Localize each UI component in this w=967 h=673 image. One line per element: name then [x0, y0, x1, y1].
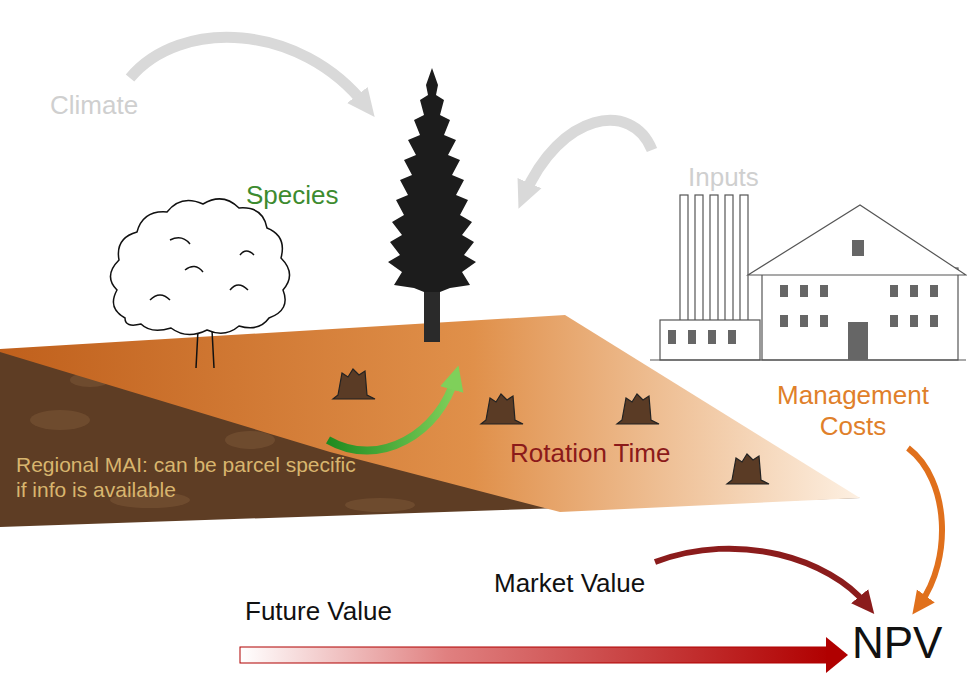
result-label: NPV: [852, 617, 942, 670]
future-value-arrow: [240, 637, 848, 673]
note-label: Regional MAI: can be parcel specific if …: [16, 452, 361, 502]
oak-tree: [110, 199, 289, 368]
factor-label: Species: [246, 180, 339, 211]
ground-surface: [0, 315, 860, 512]
cost-arrow: [908, 448, 942, 604]
factor-label: Management Costs: [748, 380, 958, 442]
climate-arrow: [130, 37, 366, 106]
value-label: Market Value: [494, 568, 645, 599]
growth-arrow: [328, 378, 455, 451]
factory: [650, 195, 966, 360]
inputs-arrow: [524, 120, 652, 196]
factor-label: Rotation Time: [510, 438, 670, 469]
factor-label: Climate: [50, 90, 138, 121]
value-label: Future Value: [245, 596, 392, 627]
market-arrow: [655, 549, 866, 604]
conifer-tree: [388, 68, 476, 342]
stump: [333, 369, 769, 484]
factor-label: Inputs: [688, 162, 759, 193]
